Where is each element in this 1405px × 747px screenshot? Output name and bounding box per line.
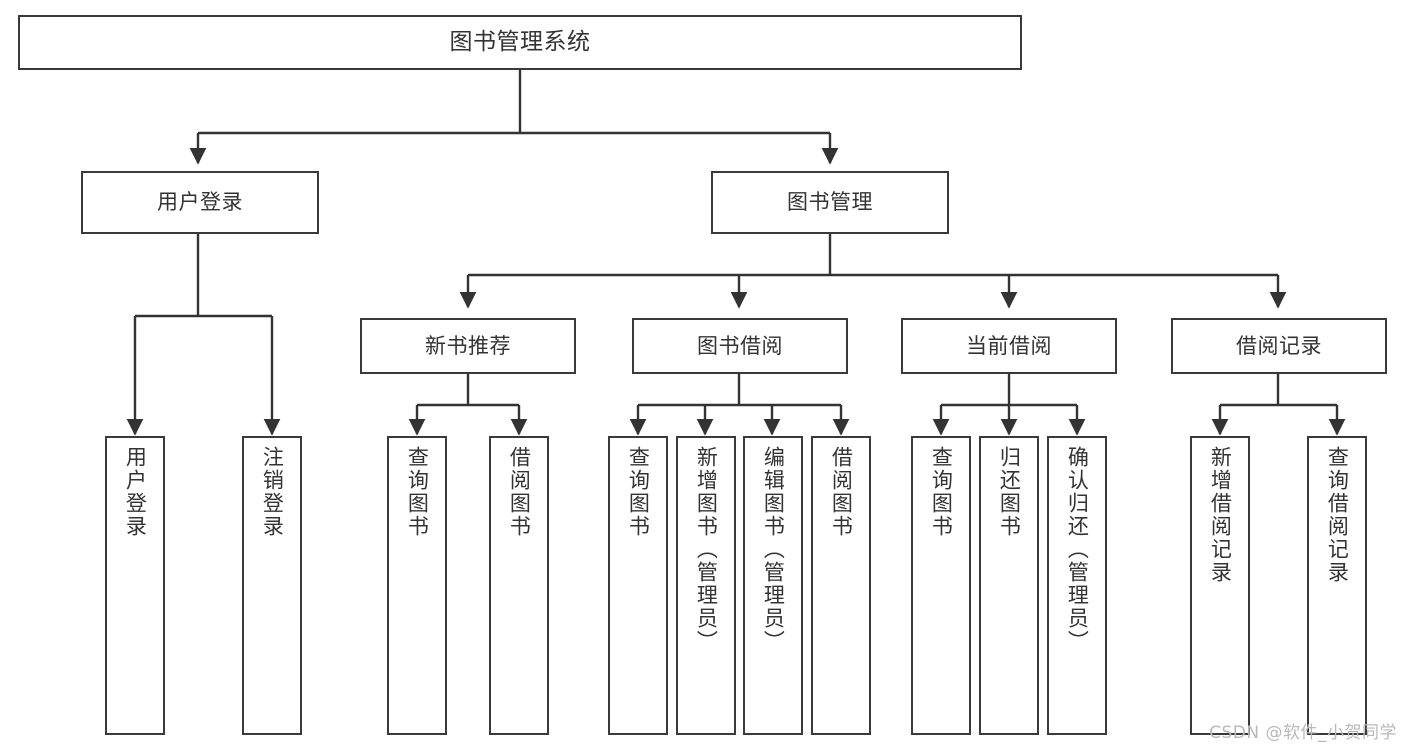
node-new-book-recommend[interactable]: 新书推荐 bbox=[360, 318, 576, 374]
node-leaf-query-book-recommend[interactable]: 查询图书 bbox=[387, 436, 447, 735]
node-label: 借阅图书 bbox=[507, 446, 532, 538]
node-label: 新书推荐 bbox=[425, 333, 511, 358]
node-label: 新增图书（管理员） bbox=[694, 446, 719, 653]
node-label: 查询图书 bbox=[626, 446, 651, 538]
node-leaf-add-borrow-record[interactable]: 新增借阅记录 bbox=[1190, 436, 1250, 735]
node-current-borrow[interactable]: 当前借阅 bbox=[901, 318, 1117, 374]
node-root-book-management-system[interactable]: 图书管理系统 bbox=[18, 15, 1022, 70]
node-label: 查询借阅记录 bbox=[1325, 446, 1350, 584]
node-label: 图书管理系统 bbox=[449, 28, 591, 55]
node-leaf-query-book-current[interactable]: 查询图书 bbox=[911, 436, 971, 735]
node-label: 归还图书 bbox=[997, 446, 1022, 538]
node-label: 编辑图书（管理员） bbox=[761, 446, 786, 653]
node-borrow-record[interactable]: 借阅记录 bbox=[1171, 318, 1387, 374]
node-label: 图书借阅 bbox=[697, 333, 783, 358]
node-label: 借阅图书 bbox=[829, 446, 854, 538]
node-label: 查询图书 bbox=[929, 446, 954, 538]
node-label: 注销登录 bbox=[260, 446, 285, 538]
node-leaf-confirm-return[interactable]: 确认归还（管理员） bbox=[1047, 436, 1107, 735]
node-label: 当前借阅 bbox=[966, 333, 1052, 358]
node-leaf-user-logout[interactable]: 注销登录 bbox=[242, 436, 302, 735]
node-leaf-user-login[interactable]: 用户登录 bbox=[105, 436, 165, 735]
node-leaf-query-book-borrow[interactable]: 查询图书 bbox=[608, 436, 668, 735]
node-label: 新增借阅记录 bbox=[1208, 446, 1233, 584]
node-leaf-query-borrow-record[interactable]: 查询借阅记录 bbox=[1307, 436, 1367, 735]
node-leaf-return-book[interactable]: 归还图书 bbox=[979, 436, 1039, 735]
node-label: 用户登录 bbox=[123, 446, 148, 538]
node-leaf-edit-book[interactable]: 编辑图书（管理员） bbox=[743, 436, 803, 735]
node-label: 图书管理 bbox=[787, 190, 873, 215]
node-label: 确认归还（管理员） bbox=[1065, 446, 1090, 653]
node-label: 用户登录 bbox=[157, 190, 243, 215]
node-label: 借阅记录 bbox=[1236, 333, 1322, 358]
node-user-login[interactable]: 用户登录 bbox=[81, 171, 319, 234]
csdn-watermark: CSDN @软件_小贺同学 bbox=[1209, 723, 1397, 743]
node-leaf-add-book[interactable]: 新增图书（管理员） bbox=[676, 436, 736, 735]
node-label: 查询图书 bbox=[405, 446, 430, 538]
node-leaf-borrow-book[interactable]: 借阅图书 bbox=[811, 436, 871, 735]
node-book-management[interactable]: 图书管理 bbox=[711, 171, 949, 234]
node-leaf-borrow-book-recommend[interactable]: 借阅图书 bbox=[489, 436, 549, 735]
node-book-borrow[interactable]: 图书借阅 bbox=[632, 318, 848, 374]
